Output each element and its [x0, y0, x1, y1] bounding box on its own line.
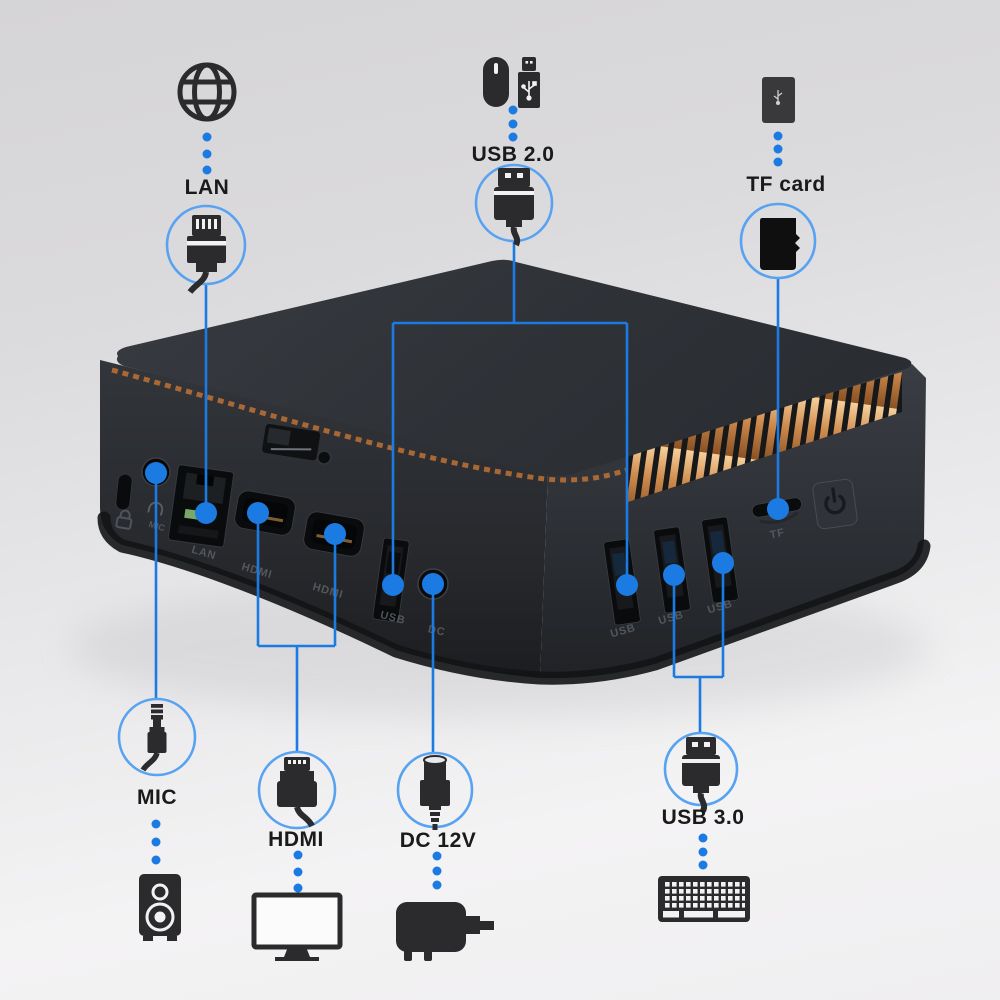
hdmi-connector-circle [257, 750, 337, 830]
lan-dots [202, 132, 212, 175]
tf-port-dot [767, 498, 789, 520]
usb30-bracket [672, 563, 725, 733]
device-top-lid [116, 259, 912, 476]
tf-connector-circle [739, 202, 817, 280]
mic-label: MIC [137, 786, 177, 809]
usb30-label: USB 3.0 [662, 806, 745, 829]
power-button [812, 478, 858, 530]
mic-dots [151, 819, 161, 865]
reset-slot [261, 423, 332, 465]
card-reader-icon [762, 77, 795, 123]
usb20-dots [508, 105, 518, 142]
keyboard-icon [658, 876, 750, 922]
usb20a-port-dot [382, 574, 404, 596]
usb30a-port-dot [663, 564, 685, 586]
tf-dots [773, 131, 783, 167]
usb20b-port-dot [616, 574, 638, 596]
heatsink-fins [628, 372, 902, 502]
mic-connector-circle [117, 697, 197, 777]
mic-port-dot [145, 462, 167, 484]
dc-label: DC 12V [400, 829, 477, 852]
annotation-lines [145, 241, 789, 753]
hdmi-bracket [256, 513, 337, 752]
dc-port-dot [422, 573, 444, 595]
mic-callout: MIC [117, 697, 197, 941]
dc-callout: DC 12V [396, 751, 494, 961]
hdmi-callout: HDMI [251, 750, 343, 961]
microsd-card-icon [760, 218, 800, 270]
lock-icon [115, 509, 133, 530]
monitor-icon [251, 892, 343, 961]
hdmi-label: HDMI [268, 828, 324, 851]
usb20-callout: USB 2.0 [472, 57, 555, 247]
usb30-dots [698, 833, 708, 870]
dc-dots [432, 851, 442, 890]
lan-callout: LAN [165, 62, 247, 294]
power-adapter-icon [396, 902, 494, 961]
copper-vent-strip [111, 367, 627, 483]
usb20-bracket [391, 241, 629, 585]
usb-plug-icon [494, 168, 534, 247]
lan-connector-circle [165, 204, 247, 286]
usb20-label: USB 2.0 [472, 143, 555, 166]
tf-label: TF card [746, 173, 825, 196]
usb-plug-icon [682, 737, 720, 813]
hdmi2-port-dot [324, 523, 346, 545]
dc-plug-icon [420, 755, 450, 830]
speaker-icon [139, 874, 181, 941]
device-base-edge [97, 511, 931, 685]
rj45-plug-icon [187, 215, 226, 294]
tf-callout: TF card [739, 77, 825, 280]
hdmi1-port-dot [247, 502, 269, 524]
globe-icon [177, 62, 237, 122]
lan-port-dot [195, 502, 217, 524]
usb30-callout: USB 3.0 [658, 731, 750, 922]
tf-engraving: TF [769, 527, 786, 542]
usb-drive-icon [518, 57, 540, 108]
mouse-icon [483, 57, 509, 107]
kensington-slot [115, 473, 133, 511]
audio-jack-icon [140, 704, 167, 772]
hdmi-plug-icon [277, 757, 317, 828]
usb30b-port-dot [712, 552, 734, 574]
power-icon [824, 494, 846, 515]
lan-label: LAN [185, 176, 230, 199]
hdmi-dots [293, 850, 303, 893]
